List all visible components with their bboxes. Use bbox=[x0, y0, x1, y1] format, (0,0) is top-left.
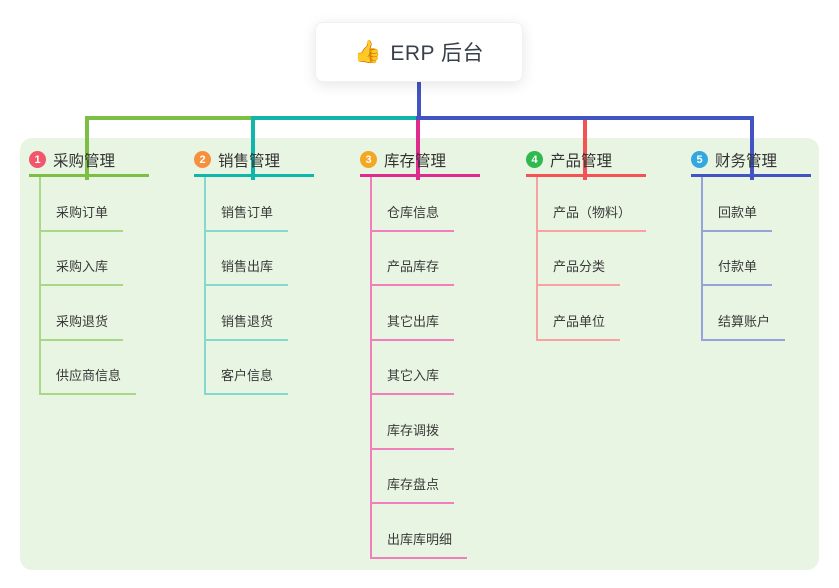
child-node[interactable]: 产品（物料） bbox=[536, 177, 647, 232]
root-node[interactable]: 👍 ERP 后台 bbox=[315, 22, 523, 82]
branch-rail bbox=[701, 177, 703, 341]
branch-rail bbox=[536, 177, 538, 341]
child-label: 产品库存 bbox=[387, 259, 440, 274]
connector-drop-product bbox=[583, 120, 587, 180]
branch-number-badge: 5 bbox=[691, 151, 708, 168]
child-node[interactable]: 销售出库 bbox=[204, 232, 289, 286]
branch-number-badge: 2 bbox=[194, 151, 211, 168]
child-node[interactable]: 采购退货 bbox=[39, 286, 124, 341]
child-label: 其它入库 bbox=[387, 368, 440, 383]
connector-bus-mid bbox=[251, 116, 420, 120]
child-node[interactable]: 其它入库 bbox=[370, 341, 455, 395]
child-label: 采购入库 bbox=[56, 259, 109, 274]
branch-rail bbox=[204, 177, 206, 395]
child-label: 付款单 bbox=[718, 259, 758, 274]
child-node[interactable]: 采购入库 bbox=[39, 232, 124, 286]
child-node[interactable]: 产品库存 bbox=[370, 232, 455, 286]
child-label: 产品分类 bbox=[553, 259, 606, 274]
connector-drop-inventory bbox=[416, 120, 420, 180]
branch-rail bbox=[370, 177, 372, 559]
child-label: 其它出库 bbox=[387, 313, 440, 329]
child-node[interactable]: 库存盘点 bbox=[370, 450, 455, 504]
branch-label: 产品管理 bbox=[550, 152, 613, 170]
branch-inventory: 3 库存管理 仓库信息 产品库存 其它出库 其它入库 库存调拨 库存盘点 出库库… bbox=[360, 150, 510, 559]
child-node[interactable]: 仓库信息 bbox=[370, 177, 455, 232]
child-node[interactable]: 回款单 bbox=[701, 177, 773, 232]
child-node[interactable]: 产品单位 bbox=[536, 286, 621, 341]
branches-panel bbox=[20, 138, 819, 570]
branch-children: 销售订单 销售出库 销售退货 客户信息 bbox=[204, 177, 289, 395]
branch-header-product[interactable]: 4 产品管理 bbox=[526, 150, 646, 177]
branch-purchase: 1 采购管理 采购订单 采购入库 采购退货 供应商信息 bbox=[29, 150, 179, 395]
branch-number-badge: 3 bbox=[360, 151, 377, 168]
child-node[interactable]: 销售退货 bbox=[204, 286, 289, 341]
connector-drop-sales bbox=[251, 120, 255, 180]
branch-number-badge: 1 bbox=[29, 151, 46, 168]
child-label: 产品单位 bbox=[553, 313, 606, 329]
child-label: 产品（物料） bbox=[553, 204, 632, 220]
child-label: 销售出库 bbox=[221, 259, 274, 274]
connector-bus-right bbox=[416, 116, 754, 120]
child-label: 回款单 bbox=[718, 204, 758, 220]
child-node[interactable]: 付款单 bbox=[701, 232, 773, 286]
branch-header-inventory[interactable]: 3 库存管理 bbox=[360, 150, 480, 177]
branch-label: 库存管理 bbox=[384, 152, 447, 170]
child-node[interactable]: 采购订单 bbox=[39, 177, 124, 232]
branch-header-purchase[interactable]: 1 采购管理 bbox=[29, 150, 149, 177]
branch-rail bbox=[39, 177, 41, 395]
child-label: 客户信息 bbox=[221, 368, 274, 383]
child-node[interactable]: 供应商信息 bbox=[39, 341, 137, 395]
branch-header-finance[interactable]: 5 财务管理 bbox=[691, 150, 811, 177]
child-label: 采购订单 bbox=[56, 204, 109, 220]
child-label: 供应商信息 bbox=[56, 368, 122, 383]
branch-number-badge: 4 bbox=[526, 151, 543, 168]
branch-finance: 5 财务管理 回款单 付款单 结算账户 bbox=[691, 150, 839, 341]
child-node[interactable]: 库存调拨 bbox=[370, 395, 455, 450]
branch-children: 产品（物料） 产品分类 产品单位 bbox=[536, 177, 647, 341]
child-node[interactable]: 产品分类 bbox=[536, 232, 621, 286]
child-label: 销售订单 bbox=[221, 204, 274, 220]
branch-children: 采购订单 采购入库 采购退货 供应商信息 bbox=[39, 177, 137, 395]
connector-trunk bbox=[417, 82, 421, 120]
child-node[interactable]: 结算账户 bbox=[701, 286, 786, 341]
connector-drop-finance bbox=[750, 120, 754, 180]
thumbs-up-icon: 👍 bbox=[353, 39, 382, 64]
connector-bus-left bbox=[85, 116, 251, 120]
child-label: 出库库明细 bbox=[387, 531, 453, 547]
branch-product: 4 产品管理 产品（物料） 产品分类 产品单位 bbox=[526, 150, 676, 341]
child-label: 仓库信息 bbox=[387, 204, 440, 220]
branch-label: 财务管理 bbox=[715, 152, 778, 170]
branch-label: 销售管理 bbox=[218, 152, 281, 170]
branch-header-sales[interactable]: 2 销售管理 bbox=[194, 150, 314, 177]
child-label: 销售退货 bbox=[221, 313, 274, 329]
child-label: 结算账户 bbox=[718, 313, 771, 329]
child-node[interactable]: 销售订单 bbox=[204, 177, 289, 232]
branch-children: 仓库信息 产品库存 其它出库 其它入库 库存调拨 库存盘点 出库库明细 bbox=[370, 177, 468, 559]
child-node[interactable]: 客户信息 bbox=[204, 341, 289, 395]
connector-drop-purchase bbox=[85, 120, 89, 180]
branch-sales: 2 销售管理 销售订单 销售出库 销售退货 客户信息 bbox=[194, 150, 344, 395]
branch-children: 回款单 付款单 结算账户 bbox=[701, 177, 786, 341]
child-node[interactable]: 其它出库 bbox=[370, 286, 455, 341]
child-label: 库存调拨 bbox=[387, 422, 440, 438]
child-label: 采购退货 bbox=[56, 313, 109, 329]
root-title: ERP 后台 bbox=[390, 42, 485, 65]
child-node[interactable]: 出库库明细 bbox=[370, 504, 468, 559]
child-label: 库存盘点 bbox=[387, 477, 440, 492]
branch-label: 采购管理 bbox=[53, 152, 116, 170]
